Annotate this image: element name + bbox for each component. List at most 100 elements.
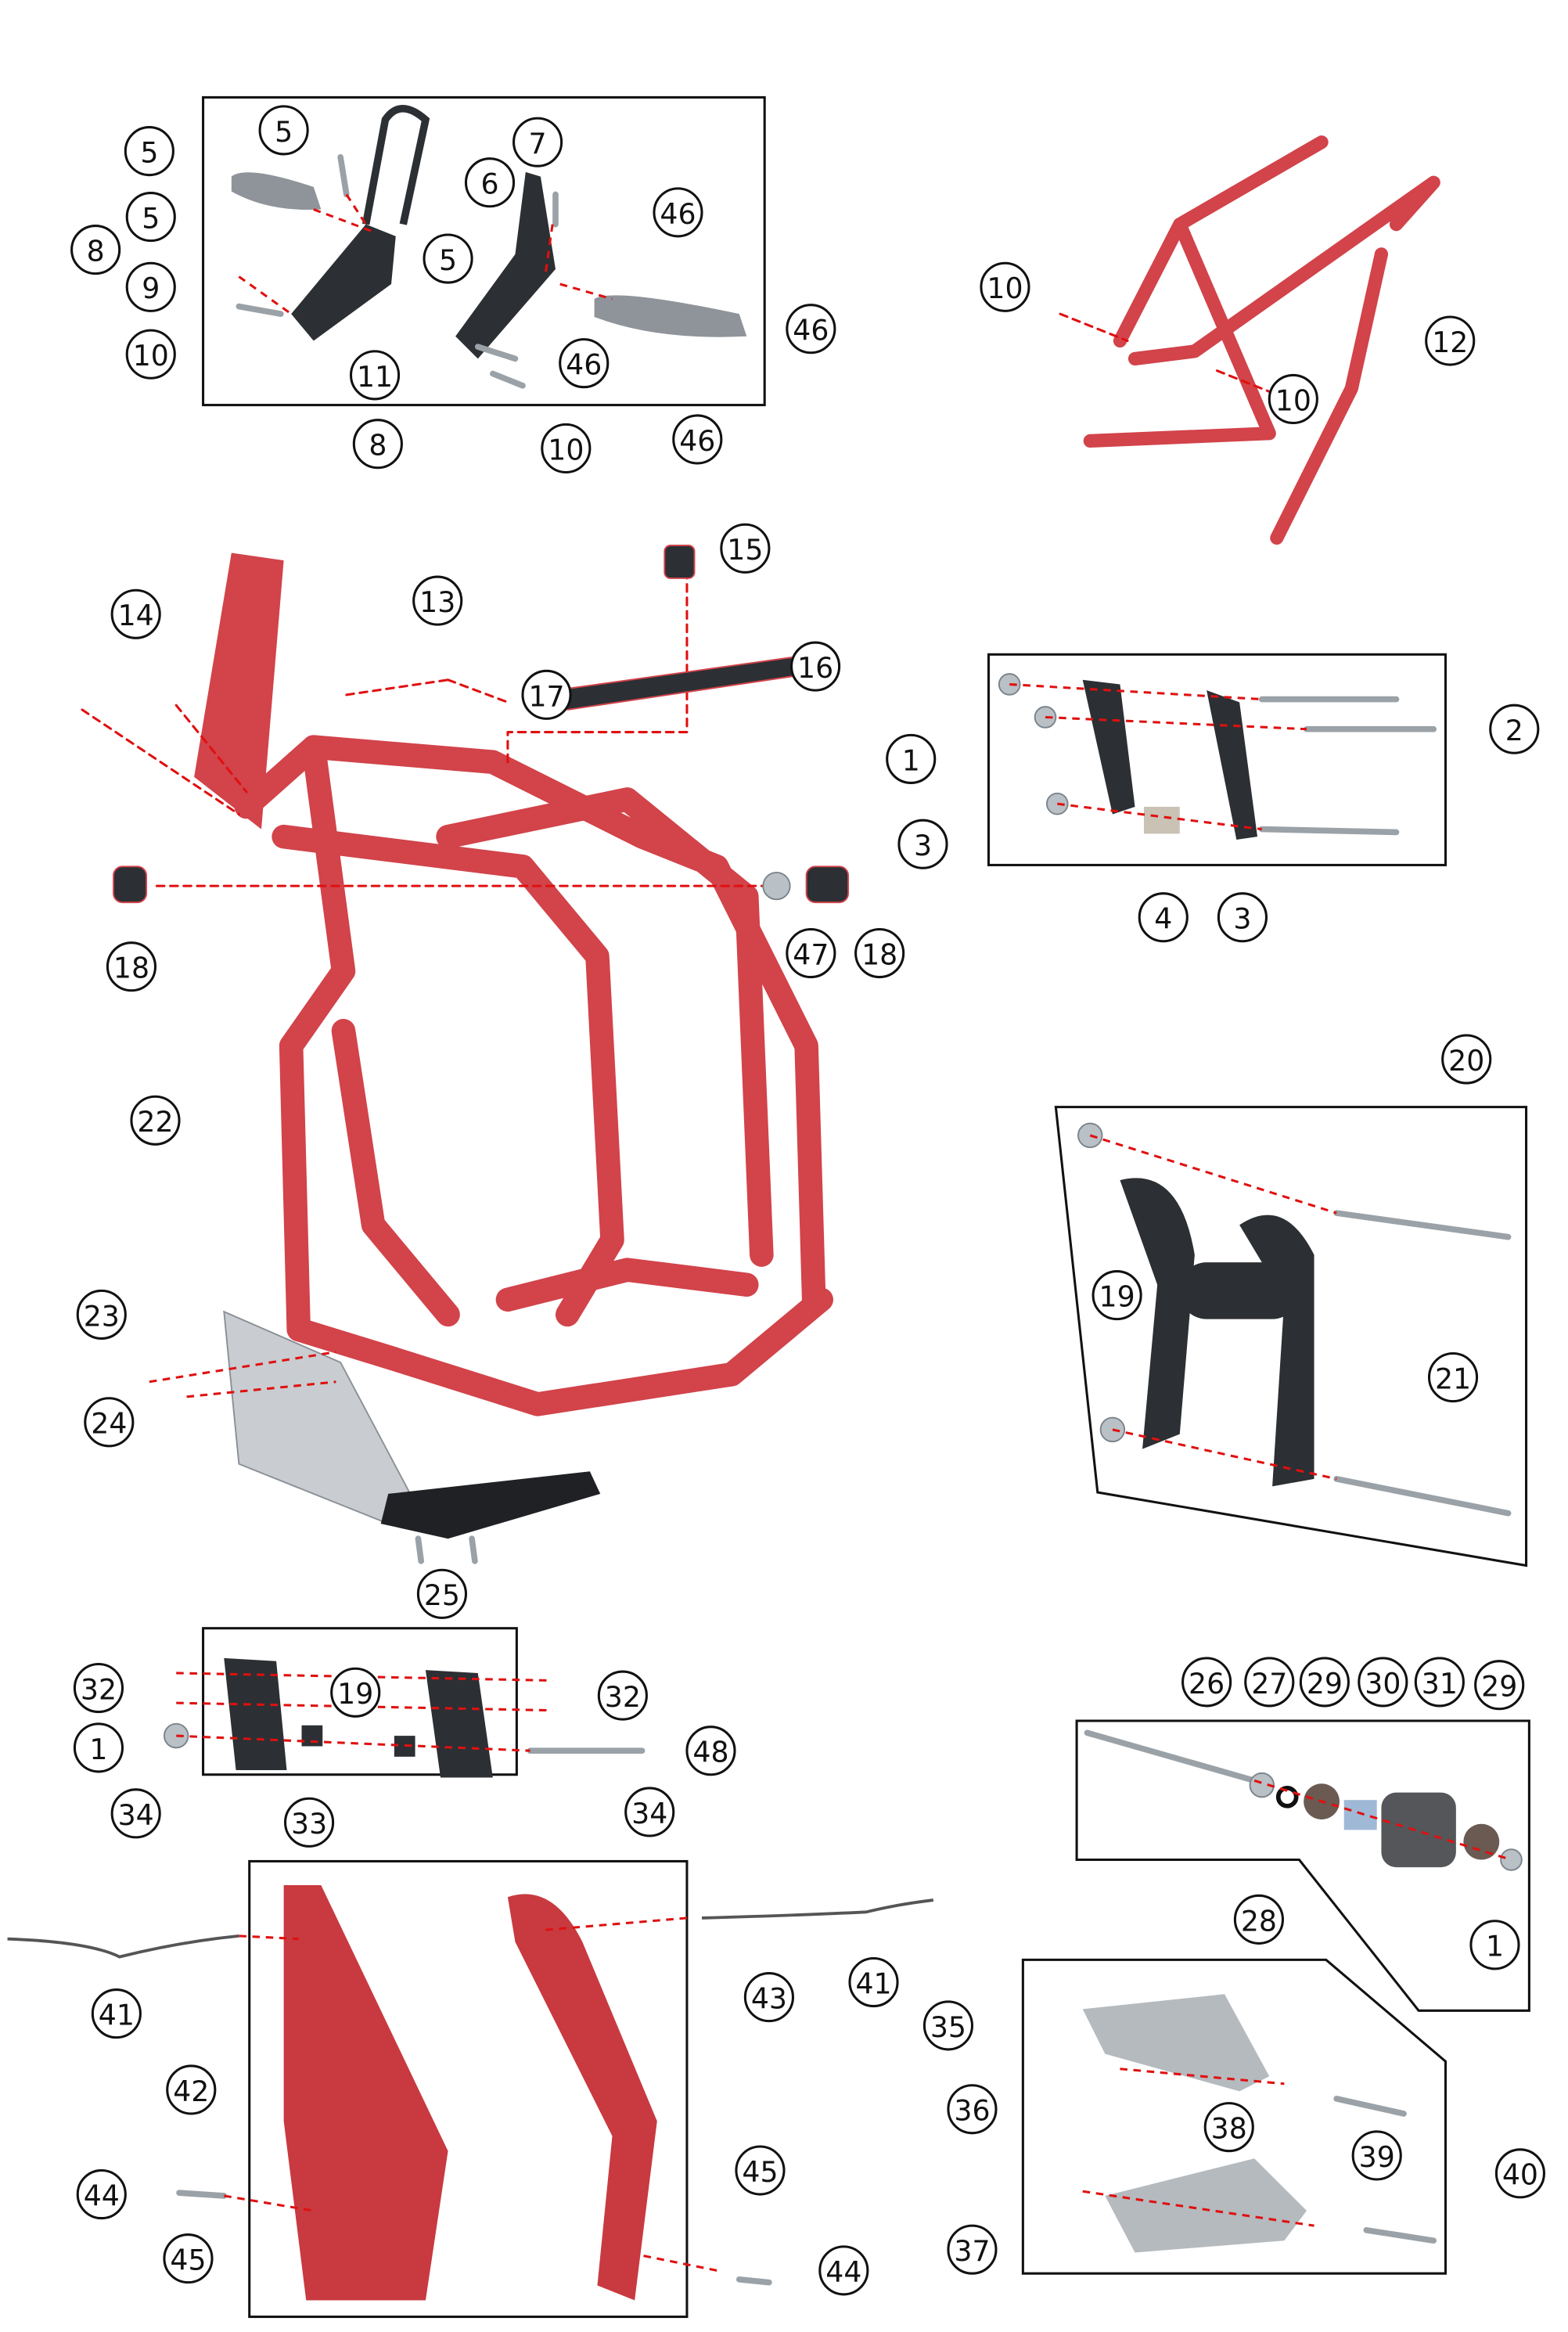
callout-24: 24 <box>84 1397 135 1448</box>
callout-circle <box>1494 2148 1545 2199</box>
callout-33: 33 <box>284 1797 335 1848</box>
callout-number: 5 <box>439 243 457 277</box>
skid-plate <box>149 1310 601 1564</box>
callout-number: 47 <box>793 937 829 971</box>
callout-circle <box>1469 1920 1520 1970</box>
callout-number: 8 <box>369 429 387 462</box>
callout-number: 38 <box>1211 2112 1247 2146</box>
callout-circle <box>110 588 161 639</box>
callout-number: 10 <box>987 272 1023 305</box>
callout-circle <box>541 423 592 473</box>
callout-circle <box>130 1095 181 1146</box>
callout-44: 44 <box>76 2168 127 2220</box>
callout-26: 26 <box>1181 1657 1232 1708</box>
callout-20: 20 <box>1441 1034 1492 1085</box>
callout-number: 46 <box>679 424 715 458</box>
callout-number: 40 <box>1502 2158 1538 2192</box>
callout-number: 44 <box>84 2179 120 2212</box>
callout-circle <box>166 2064 217 2115</box>
callout-number: 32 <box>605 1680 641 1714</box>
callout-circle <box>412 575 463 626</box>
callout-5: 5 <box>423 233 473 284</box>
callout-circle <box>284 1797 335 1848</box>
callout-number: 18 <box>861 937 897 971</box>
callout-circle <box>70 225 121 275</box>
callout-37: 37 <box>947 2224 998 2275</box>
callout-32: 32 <box>597 1670 648 1721</box>
callout-46: 46 <box>672 414 723 465</box>
callout-circle <box>854 927 905 979</box>
callout-number: 35 <box>930 2010 966 2044</box>
callout-circle <box>1427 1351 1479 1403</box>
callout-number: 39 <box>1359 2140 1395 2174</box>
callout-number: 6 <box>480 167 498 201</box>
callout-45: 45 <box>163 2233 214 2284</box>
callout-circle <box>163 2233 214 2284</box>
callout-number: 12 <box>1432 326 1468 359</box>
callout-14: 14 <box>110 588 161 639</box>
callout-circle <box>947 2084 998 2135</box>
callout-circle <box>1268 373 1318 425</box>
callout-40: 40 <box>1494 2148 1545 2199</box>
callout-number: 5 <box>140 136 158 170</box>
callout-number: 44 <box>825 2255 861 2289</box>
callout-circle <box>790 641 841 692</box>
callout-circle <box>125 261 176 312</box>
callout-29: 29 <box>1299 1657 1350 1708</box>
callout-circle <box>76 1289 127 1340</box>
callout-46: 46 <box>559 338 610 389</box>
callout-44: 44 <box>818 2245 869 2296</box>
callout-circle <box>1489 704 1540 754</box>
callout-circle <box>423 233 473 284</box>
callout-23: 23 <box>76 1289 127 1340</box>
callout-number: 36 <box>954 2094 990 2128</box>
callout-10: 10 <box>541 423 592 473</box>
callout-number: 28 <box>1241 1904 1277 1938</box>
callout-36: 36 <box>947 2084 998 2135</box>
callout-4: 4 <box>1138 892 1189 943</box>
callout-35: 35 <box>922 2000 974 2051</box>
callout-number: 46 <box>660 197 696 231</box>
callout-circle <box>330 1667 381 1718</box>
callout-32: 32 <box>73 1662 124 1714</box>
callout-number: 1 <box>902 743 920 777</box>
callout-10: 10 <box>980 261 1030 312</box>
callout-number: 43 <box>751 1982 787 2016</box>
callout-circle <box>786 927 836 979</box>
callout-11: 11 <box>349 350 401 401</box>
callout-circle <box>76 2168 127 2220</box>
callout-29: 29 <box>1474 1660 1525 1711</box>
callout-28: 28 <box>1233 1894 1284 1945</box>
frame-guard-parts <box>7 1884 934 2301</box>
callout-circle <box>91 1988 142 2039</box>
callout-number: 19 <box>1099 1279 1135 1313</box>
footrest-bracket-group-box <box>202 95 766 407</box>
callout-15: 15 <box>720 523 771 574</box>
callout-19: 19 <box>1091 1270 1142 1321</box>
callout-circle <box>521 669 572 720</box>
callout-number: 11 <box>357 360 393 394</box>
callout-45: 45 <box>735 2145 786 2196</box>
callout-number: 3 <box>914 829 932 862</box>
callout-circle <box>897 819 948 869</box>
roller-group-box <box>1075 1719 1530 2012</box>
callout-27: 27 <box>1244 1657 1295 1708</box>
callout-number: 34 <box>118 1798 154 1832</box>
callout-39: 39 <box>1351 2130 1402 2181</box>
callout-number: 17 <box>528 679 564 713</box>
callout-number: 1 <box>89 1733 107 1766</box>
callout-21: 21 <box>1427 1351 1479 1403</box>
roller-parts <box>1084 1729 1523 1871</box>
callout-42: 42 <box>166 2064 217 2115</box>
callout-number: 2 <box>1505 714 1523 747</box>
callout-circle <box>735 2145 786 2196</box>
callout-number: 5 <box>275 115 293 149</box>
callout-circle <box>1217 892 1268 943</box>
callout-16: 16 <box>790 641 841 692</box>
callout-number: 23 <box>84 1299 120 1333</box>
callout-circle <box>743 1972 794 2023</box>
callout-circle <box>1351 2130 1402 2181</box>
passenger-footrest-parts <box>231 105 747 389</box>
callout-number: 4 <box>1154 902 1172 936</box>
